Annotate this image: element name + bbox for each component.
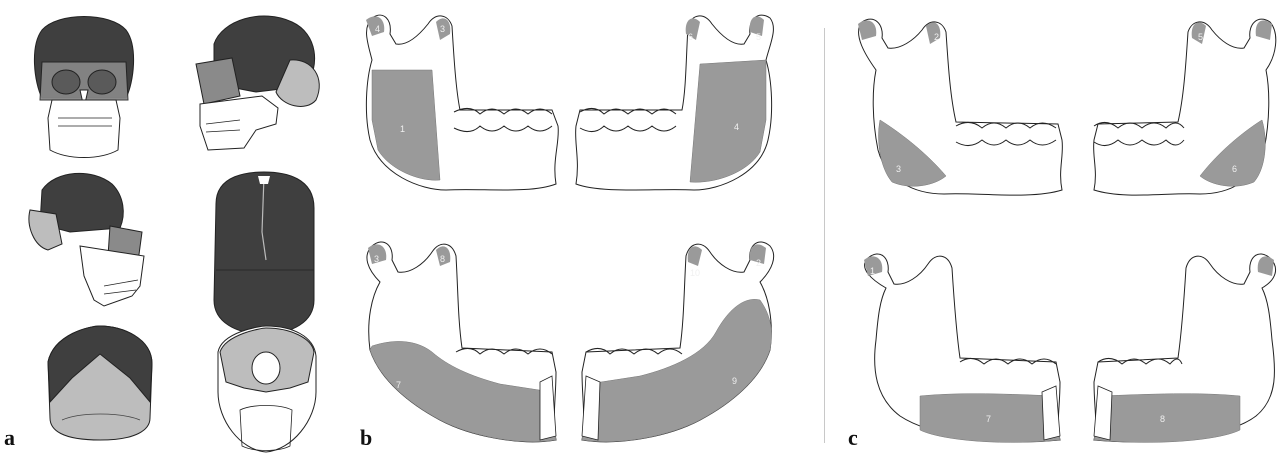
skull-frontal-view: [34, 17, 133, 158]
mandible-b1: 4 3 1: [366, 15, 558, 190]
region-number: 4: [734, 122, 739, 132]
skull-posterior-view: [48, 326, 152, 440]
panel-label-c: c: [848, 427, 858, 449]
region-number: 1: [870, 266, 875, 276]
region-number: 7: [396, 380, 401, 390]
region-number: 8: [1160, 414, 1165, 424]
mandible-b3: 3 8 7: [367, 242, 556, 442]
skull-basal-view: [218, 326, 316, 452]
mandible-c1: 2 3: [858, 19, 1062, 195]
panel-label-a: a: [4, 427, 15, 449]
panel-label-b: b: [360, 427, 372, 449]
region-number: 3: [374, 254, 379, 264]
region-number: 8: [440, 254, 445, 264]
region-number: 4: [375, 24, 380, 34]
panel-divider: [824, 28, 825, 443]
region-number: 2: [756, 258, 761, 268]
region-number: 6: [688, 32, 693, 42]
mandible-b2: 6 5 4: [576, 15, 774, 190]
mandible-c2: 5 6: [1094, 19, 1276, 195]
region-number: 3: [896, 164, 901, 174]
skull-superior-view: [214, 172, 314, 334]
region-number: 2: [934, 32, 939, 42]
region-number: 1: [400, 124, 405, 134]
region-number: 10: [690, 268, 700, 278]
panel-b: 4 3 1 6 5 4 3 8 7: [366, 15, 774, 442]
skull-lateral-right-view: [29, 173, 144, 306]
region-number: 7: [986, 414, 991, 424]
region-number: 5: [1198, 32, 1203, 42]
mandible-b4: 10 2 9: [582, 242, 774, 442]
region-number: 9: [732, 376, 737, 386]
mandible-c4: 8: [1094, 254, 1276, 442]
panel-c: 2 3 5 6 1 4 7: [858, 19, 1276, 442]
skull-lateral-left-view: [196, 16, 319, 150]
region-number: 6: [1232, 164, 1237, 174]
panel-a: [29, 16, 319, 452]
region-number: 5: [756, 32, 761, 42]
region-number: 3: [440, 24, 445, 34]
